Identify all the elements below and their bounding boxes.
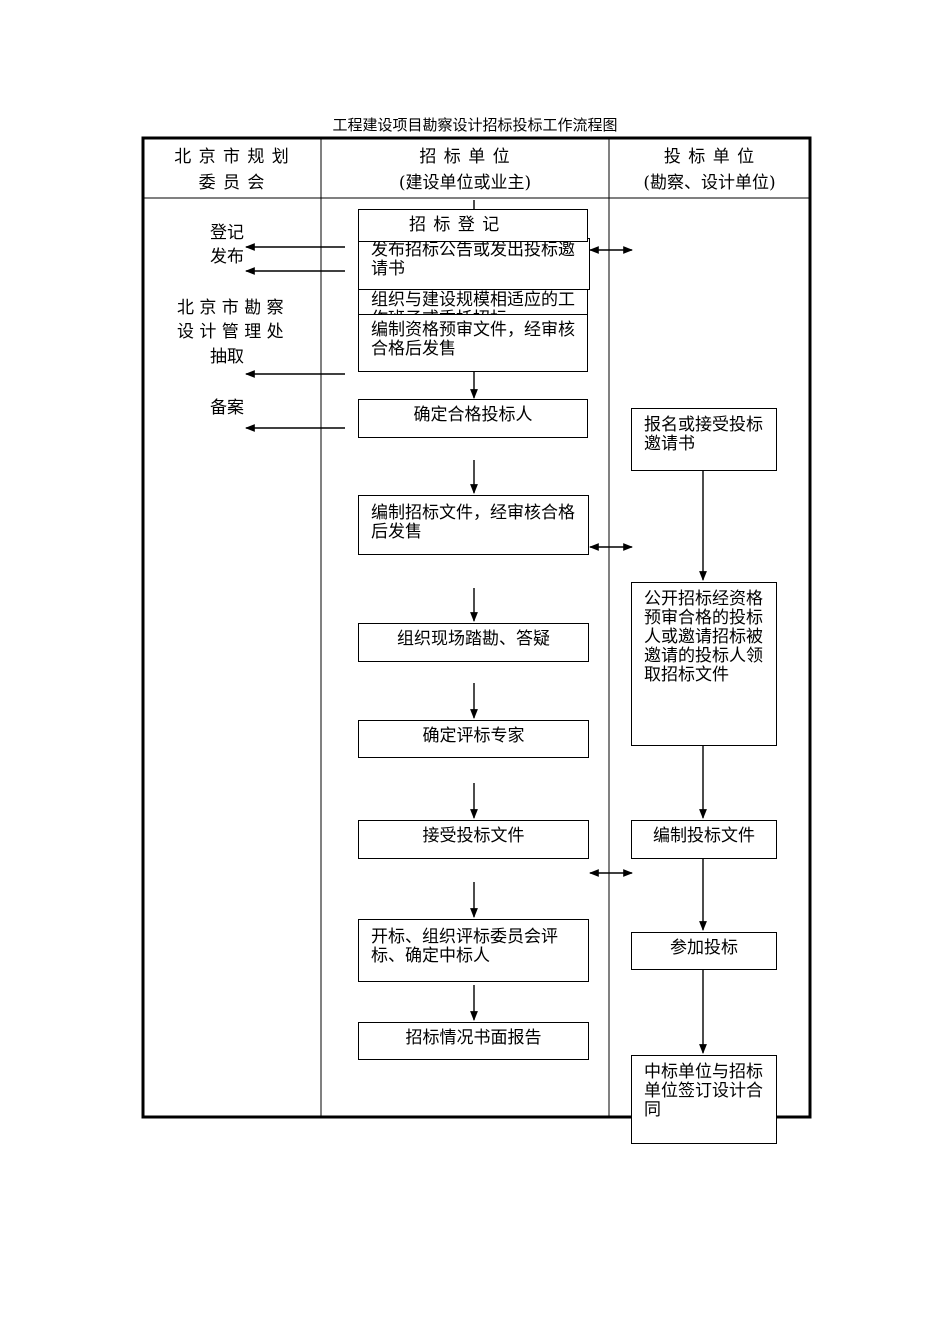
- label-extract: 抽取: [210, 347, 244, 367]
- label-publish: 发布: [210, 247, 244, 267]
- header-line: 投 标 单 位: [663, 147, 756, 167]
- table-frame: [141, 136, 812, 1119]
- column-header-gov: 北 京 市 规 划 委 员 会: [143, 144, 321, 196]
- step-publish-announcement: 发布招标公告或发出投标邀请书: [358, 238, 590, 290]
- bidder-step-prepare-bid: 编制投标文件: [631, 820, 777, 859]
- header-line: 委 员 会: [198, 173, 266, 193]
- page-title: 工程建设项目勘察设计招标投标工作流程图: [332, 116, 618, 134]
- header-line: (勘察、设计单位): [643, 173, 776, 193]
- step-bid-opening: 开标、组织评标委员会评标、确定中标人: [358, 919, 589, 982]
- column-header-tenderer: 招 标 单 位 (建设单位或业主): [321, 144, 609, 196]
- column-header-bidder: 投 标 单 位 (勘察、设计单位): [609, 144, 810, 196]
- step-tender-registration: 招 标 登 记: [358, 209, 588, 242]
- step-select-experts: 确定评标专家: [358, 720, 589, 758]
- step-confirm-bidders: 确定合格投标人: [358, 399, 588, 438]
- step-receive-bids: 接受投标文件: [358, 820, 589, 859]
- label-register: 登记: [210, 223, 244, 243]
- header-line: (建设单位或业主): [398, 173, 532, 193]
- bidder-step-register: 报名或接受投标邀请书: [631, 408, 777, 471]
- label-survey-office-1: 北 京 市 勘 察: [177, 298, 284, 318]
- bidder-step-participate: 参加投标: [631, 932, 777, 970]
- step-prequalification-docs: 编制资格预审文件，经审核合格后发售: [358, 314, 588, 372]
- label-survey-office-2: 设 计 管 理 处: [177, 322, 284, 342]
- step-written-report: 招标情况书面报告: [358, 1022, 589, 1060]
- bidder-step-receive-docs: 公开招标经资格预审合格的投标人或邀请招标被邀请的投标人领取招标文件: [631, 582, 777, 746]
- header-line: 招 标 单 位: [419, 147, 511, 167]
- label-filing: 备案: [210, 398, 244, 418]
- header-line: 北 京 市 规 划: [174, 147, 290, 167]
- bidder-step-sign-contract: 中标单位与招标单位签订设计合同: [631, 1055, 777, 1144]
- step-tender-docs: 编制招标文件，经审核合格后发售: [358, 495, 589, 555]
- step-site-visit: 组织现场踏勘、答疑: [358, 623, 589, 662]
